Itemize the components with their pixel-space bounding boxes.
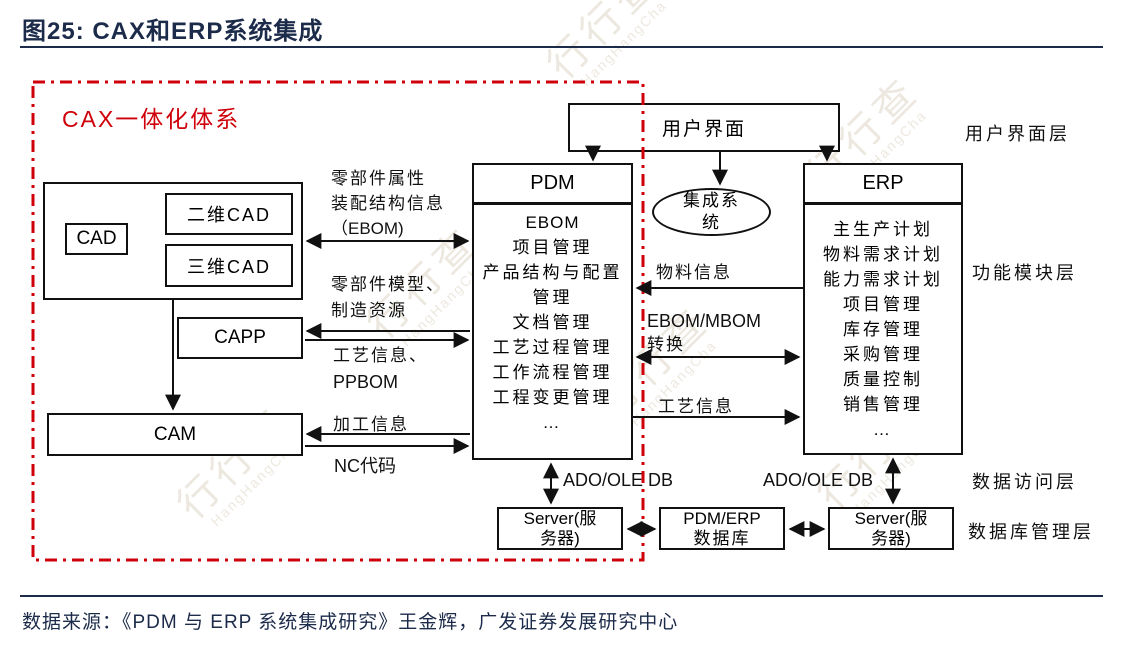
user-interface-box: 用户界面 — [568, 103, 840, 152]
pdm-item: 工作流程管理 — [492, 363, 613, 382]
edge-label-ebom-mbom: EBOM/MBOM 转换 — [647, 311, 762, 354]
cad-box: CAD — [65, 223, 128, 255]
edge-label-ado-left: ADO/OLE DB — [563, 470, 674, 490]
pdm-item: 项目管理 — [512, 238, 593, 257]
layer-label-data-access: 数据访问层 — [972, 472, 1077, 492]
pdm-item-list: EBOM 项目管理 产品结构与配置管理 文档管理 工艺过程管理 工作流程管理 工… — [474, 205, 631, 435]
erp-item-list: 主生产计划 物料需求计划 能力需求计划 项目管理 库存管理 采购管理 质量控制 … — [805, 205, 961, 442]
title-divider — [20, 46, 1103, 48]
capp-box: CAPP — [177, 317, 303, 359]
source-line: 数据来源：《PDM 与 ERP 系统集成研究》王金辉，广发证券发展研究中心 — [22, 612, 679, 633]
server-left-box: Server(服 务器) — [497, 507, 623, 550]
pdm-erp-db-box: PDM/ERP 数据库 — [659, 507, 785, 550]
erp-item: 项目管理 — [843, 295, 923, 314]
edge-label-cad-pdm: 零部件属性 装配结构信息 （EBOM) — [331, 169, 445, 238]
edge-label-material-info: 物料信息 — [656, 263, 732, 282]
pdm-item: 工程变更管理 — [492, 388, 613, 407]
layer-label-database-management: 数据库管理层 — [968, 522, 1094, 542]
erp-item: 质量控制 — [843, 370, 923, 389]
pdm-header: PDM — [474, 165, 631, 205]
server-left-label: Server(服 务器) — [523, 508, 597, 548]
pdm-item: 文档管理 — [512, 313, 593, 332]
edge-label-model-resource: 零部件模型、 制造资源 — [331, 275, 445, 320]
erp-item: 主生产计划 — [833, 220, 933, 239]
erp-item: 物料需求计划 — [823, 245, 943, 264]
edge-label-process-info: 工艺信息 — [658, 397, 734, 416]
pdm-erp-db-label: PDM/ERP 数据库 — [683, 508, 761, 548]
pdm-module: PDM EBOM 项目管理 产品结构与配置管理 文档管理 工艺过程管理 工作流程… — [472, 163, 633, 460]
edge-label-ado-right: ADO/OLE DB — [763, 470, 874, 490]
layer-label-function-module: 功能模块层 — [972, 263, 1077, 283]
figure-title: 图25: CAX和ERP系统集成 — [22, 18, 324, 45]
erp-item: 能力需求计划 — [823, 270, 943, 289]
edge-label-nc-code: NC代码 — [334, 456, 396, 476]
cam-box: CAM — [47, 413, 303, 456]
pdm-item: EBOM — [525, 213, 580, 232]
cax-group-label: CAX一体化体系 — [62, 106, 241, 132]
cad-2d-box: 二维CAD — [165, 193, 293, 235]
cad-3d-box: 三维CAD — [165, 244, 293, 287]
erp-item: 销售管理 — [843, 395, 923, 414]
pdm-item: 工艺过程管理 — [492, 338, 613, 357]
pdm-item: … — [542, 413, 563, 432]
integration-system-label: 集成系 统 — [683, 191, 740, 232]
layer-label-user-interface: 用户界面层 — [965, 124, 1070, 144]
integration-system-ellipse: 集成系 统 — [652, 188, 771, 236]
source-divider — [20, 595, 1103, 597]
server-right-label: Server(服 务器) — [854, 508, 928, 548]
erp-module: ERP 主生产计划 物料需求计划 能力需求计划 项目管理 库存管理 采购管理 质… — [803, 163, 963, 455]
edge-label-machining-info: 加工信息 — [333, 415, 409, 434]
erp-item: 采购管理 — [843, 345, 923, 364]
erp-item: 库存管理 — [843, 320, 923, 339]
edge-label-process-ppbom: 工艺信息、 PPBOM — [333, 346, 428, 392]
server-right-box: Server(服 务器) — [828, 507, 954, 550]
erp-item: … — [873, 420, 893, 439]
pdm-item: 产品结构与配置管理 — [482, 263, 623, 307]
erp-header: ERP — [805, 165, 961, 205]
